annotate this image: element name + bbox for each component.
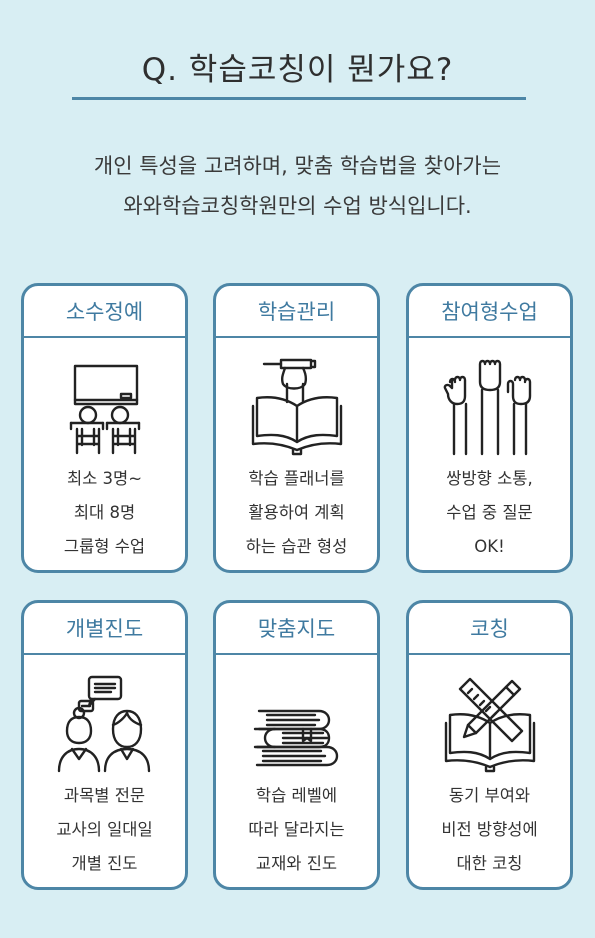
card-description: 학습 플래너를 활용하여 계획 하는 습관 형성 (245, 469, 348, 556)
card-coaching: 코칭 동기 부여와 비전 방향성에 대한 코칭 (406, 600, 573, 890)
card-description: 과목별 전문 교사의 일대일 개별 진도 (56, 786, 153, 873)
card-custom-guidance: 맞춤지도 학습 레벨에 따라 달라지는 교재와 진도 (213, 600, 380, 890)
card-title: 개별진도 (24, 603, 185, 655)
card-title: 참여형수업 (409, 286, 570, 338)
teacher-student-icon (24, 655, 185, 773)
card-individual-pace: 개별진도 과목별 전문 교사의 일대일 개별 진도 (21, 600, 188, 890)
raised-hands-icon (409, 338, 570, 456)
book-pen-icon (216, 338, 377, 456)
card-title: 코칭 (409, 603, 570, 655)
card-description: 학습 레벨에 따라 달라지는 교재와 진도 (248, 786, 345, 873)
card-description: 최소 3명~ 최대 8명 그룹형 수업 (63, 469, 146, 556)
card-description: 동기 부여와 비전 방향성에 대한 코칭 (441, 786, 538, 873)
card-title: 소수정예 (24, 286, 185, 338)
card-title: 학습관리 (216, 286, 377, 338)
stacked-books-icon (216, 655, 377, 773)
intro-line-2: 와와학습코칭학원만의 수업 방식입니다. (123, 194, 472, 218)
title-underline (72, 97, 526, 100)
intro-text: 개인 특성을 고려하며, 맞춤 학습법을 찾아가는 와와학습코칭학원만의 수업 … (0, 146, 595, 226)
intro-line-1: 개인 특성을 고려하며, 맞춤 학습법을 찾아가는 (93, 154, 502, 178)
book-pencil-ruler-icon (409, 655, 570, 773)
page-title: Q. 학습코칭이 뭔가요? (141, 52, 454, 88)
card-title: 맞춤지도 (216, 603, 377, 655)
card-study-management: 학습관리 학습 플래너를 활용하여 계획 하는 습관 형성 (213, 283, 380, 573)
classroom-icon (24, 338, 185, 456)
card-description: 쌍방향 소통, 수업 중 질문 OK! (446, 469, 533, 556)
card-participation-class: 참여형수업 쌍방향 소통, 수업 중 질문 OK! (406, 283, 573, 573)
card-small-group: 소수정예 최소 3명~ 최대 8명 그룹형 수업 (21, 283, 188, 573)
